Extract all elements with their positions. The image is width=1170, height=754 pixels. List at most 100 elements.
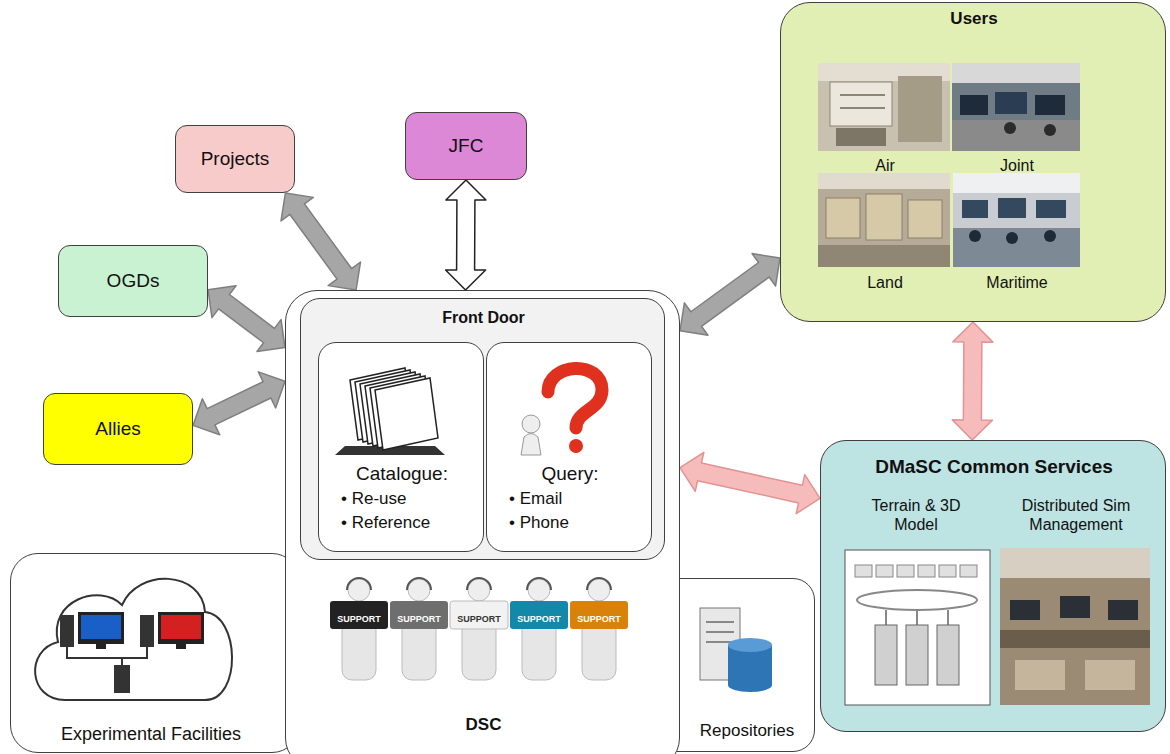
sim-room-photo (1000, 630, 1150, 648)
support-figures (330, 578, 628, 680)
land-photo (908, 200, 942, 238)
text-slot: Air (819, 156, 951, 175)
air-photo (898, 76, 942, 142)
terrain-image (845, 550, 990, 705)
joint-photo (952, 120, 1080, 151)
joint-photo (952, 63, 1080, 83)
text-slot: • Re-use (341, 489, 481, 509)
users-panel: UsersAir JointLand Maritime (780, 2, 1166, 322)
server-icon (728, 645, 772, 692)
node-text: Land (867, 273, 903, 292)
joint-photo (960, 95, 988, 115)
block-arrow (680, 254, 780, 336)
block-arrow (193, 372, 285, 435)
node-text: Joint (1000, 156, 1034, 175)
land-photo (866, 194, 902, 240)
terrain-image (906, 625, 928, 685)
text-slot: DMaSC Common Services (821, 456, 1167, 479)
text-slot: Users (781, 9, 1167, 29)
terrain-image (897, 565, 914, 577)
block-arrow (446, 180, 486, 290)
joint-photo (1044, 124, 1056, 136)
support-figures (467, 578, 491, 590)
node-text: OGDs (107, 270, 160, 293)
support-figures (527, 578, 551, 590)
maritime-photo (953, 173, 1080, 267)
terrain-image (939, 565, 956, 577)
sim-room-photo (1010, 600, 1040, 620)
server-icon (706, 622, 734, 642)
node-text: JFC (449, 135, 484, 158)
support-figures (468, 579, 490, 601)
server-icon (700, 608, 772, 692)
land-photo (818, 245, 950, 267)
question-icon (569, 439, 583, 453)
server-icon (728, 638, 772, 652)
rolodex-icon (360, 372, 423, 444)
partner-box: Allies (43, 393, 193, 465)
facility-panel: Experimental Facilities (10, 553, 300, 753)
maritime-photo (969, 230, 981, 242)
maritime-photo (1044, 230, 1056, 242)
cloud-icon (161, 615, 201, 639)
maritime-photo (1006, 232, 1018, 244)
sim-room-photo (1000, 548, 1150, 578)
text-slot: • Email (509, 489, 649, 509)
land-photo (818, 173, 950, 267)
services-panel: DMaSC Common ServicesTerrain & 3D ModelD… (820, 440, 1166, 732)
node-title: Query: (541, 463, 598, 486)
question-icon (548, 368, 602, 428)
node-text: Projects (201, 148, 270, 171)
text-slot: Query: (487, 463, 653, 486)
terrain-image (937, 625, 959, 685)
node-text: • Reference (341, 513, 430, 533)
cloud-icon (176, 644, 186, 649)
question-icon (521, 434, 541, 456)
sim-room-photo (1060, 596, 1090, 618)
sim-room-photo (1108, 600, 1138, 620)
support-figures (347, 578, 371, 590)
support-figures (330, 601, 388, 629)
terrain-image (960, 565, 977, 577)
joint-photo (1004, 122, 1016, 134)
node-text: • Email (509, 489, 562, 509)
server-icon (700, 608, 740, 680)
support-figures (348, 579, 370, 601)
node-text: Distributed Sim Management (1011, 496, 1141, 534)
support-figures (408, 579, 430, 601)
cloud-icon (140, 615, 154, 647)
air-photo (818, 63, 950, 151)
support-figures (570, 601, 628, 629)
text-slot: Maritime (953, 273, 1081, 292)
cloud-icon (35, 579, 232, 700)
text-slot: SUPPORT (390, 608, 448, 626)
rolodex-icon (335, 368, 445, 455)
block-arrow (952, 322, 993, 440)
node-text: Air (875, 156, 895, 175)
query-box: Query:• Email• Phone (486, 342, 652, 552)
cloud-icon (158, 612, 204, 644)
cloud-icon (35, 579, 232, 700)
puzzle-label: SUPPORT (517, 614, 561, 625)
node-text: Maritime (986, 273, 1047, 292)
terrain-image (918, 565, 935, 577)
text-slot: Land (819, 273, 951, 292)
terrain-image (857, 590, 977, 610)
maritime-photo (953, 228, 1080, 267)
question-icon (522, 415, 540, 433)
support-figures (528, 579, 550, 601)
text-slot: Repositories (683, 721, 811, 741)
puzzle-label: SUPPORT (457, 614, 501, 625)
land-photo (818, 173, 950, 189)
block-arrow (281, 193, 360, 290)
support-figures (407, 578, 431, 590)
text-slot: • Reference (341, 513, 481, 533)
front-door-panel: Front DoorCatalogue:• Re-use• ReferenceQ… (300, 298, 665, 560)
air-photo (840, 95, 885, 108)
land-photo (826, 198, 860, 238)
text-slot: SUPPORT (330, 608, 388, 626)
air-photo (818, 63, 950, 151)
sim-room-photo (1000, 548, 1150, 705)
cloud-icon (60, 615, 74, 647)
